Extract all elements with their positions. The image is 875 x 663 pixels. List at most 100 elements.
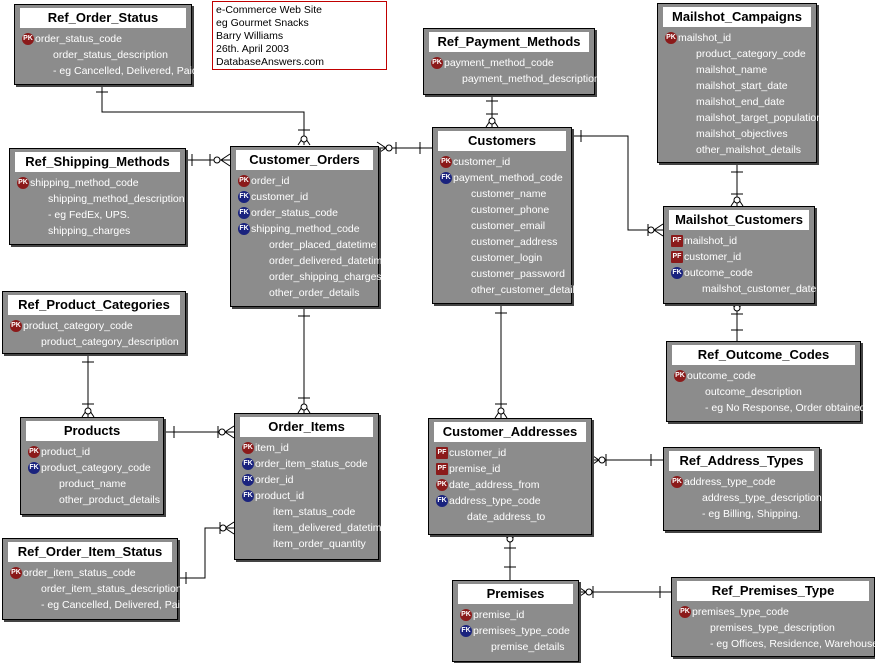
attribute-row: product_category_code (658, 46, 816, 62)
attribute-row: shipping_method_description (10, 191, 185, 207)
pk-key-icon: PK (671, 476, 683, 488)
attribute-name: order_item_status_description (41, 583, 182, 595)
attribute-name: payment_method_code (453, 172, 563, 184)
entity-title: Ref_Address_Types (669, 451, 814, 471)
attribute-name: mailshot_customer_date (702, 283, 817, 295)
pk-key-icon: PK (10, 320, 22, 332)
attribute-row: order_placed_datetime (231, 237, 378, 253)
attribute-name: order_id (251, 175, 290, 187)
fk-key-icon: FK (242, 474, 254, 486)
entity-title: Ref_Shipping_Methods (15, 152, 180, 172)
attribute-row: customer_phone (433, 202, 571, 218)
fk-key-icon: FK (436, 495, 448, 507)
entity-title: Premises (458, 584, 573, 604)
attribute-row: payment_method_description (424, 71, 600, 87)
attribute-row: shipping_charges (10, 223, 185, 239)
pk-key-icon: PK (242, 442, 254, 454)
attribute-name: customer_id (449, 447, 507, 459)
fk-key-icon: FK (440, 172, 452, 184)
attribute-name: address_type_code (449, 495, 541, 507)
attribute-name: other_mailshot_details (696, 144, 802, 156)
attribute-name: premises_type_code (473, 625, 570, 637)
attribute-name: mailshot_id (678, 32, 732, 44)
pk-key-icon: PK (460, 609, 472, 621)
attribute-name: - eg Offices, Residence, Warehouse. (710, 638, 875, 650)
attribute-name: mailshot_end_date (696, 96, 785, 108)
pf-key-icon: PF (671, 235, 683, 247)
attribute-name: order_placed_datetime (269, 239, 377, 251)
entity-title: Ref_Premises_Type (677, 581, 869, 601)
entity-title: Customer_Orders (236, 150, 373, 170)
info-line: e-Commerce Web Site (216, 4, 323, 16)
rel-order-status-orders (101, 83, 305, 145)
attribute-name: other_product_details (59, 494, 160, 506)
pk-key-icon: PK (665, 32, 677, 44)
attribute-row: item_status_code (235, 504, 378, 520)
attribute-row: order_status_description (15, 47, 191, 63)
attribute-name: shipping_charges (48, 225, 131, 237)
pf-key-icon: PF (436, 447, 448, 459)
attribute-row: - eg FedEx, UPS. (10, 207, 185, 223)
attribute-row: mailshot_target_population (658, 110, 822, 126)
attribute-name: item_order_quantity (273, 538, 366, 550)
attribute-name: address_type_description (702, 492, 822, 504)
attribute-name: product_id (255, 490, 305, 502)
attribute-name: date_address_from (449, 479, 540, 491)
entity-title: Ref_Order_Status (20, 8, 186, 28)
pk-key-icon: PK (28, 446, 40, 458)
attribute-row: order_item_status_description (3, 581, 182, 597)
attribute-name: customer_id (251, 191, 309, 203)
attribute-name: premises_type_description (710, 622, 835, 634)
attribute-name: order_item_status_code (255, 458, 368, 470)
entity-title: Order_Items (240, 417, 373, 437)
entity-title: Ref_Order_Item_Status (8, 542, 172, 562)
attribute-row: customer_login (433, 250, 571, 266)
fk-key-icon: FK (238, 223, 250, 235)
attribute-row: - eg No Response, Order obtained. (667, 400, 868, 416)
attribute-name: mailshot_target_population (696, 112, 823, 124)
attribute-row: other_product_details (21, 492, 163, 508)
attribute-name: order_delivered_datetime (269, 255, 389, 267)
attribute-row: - eg Cancelled, Delivered, Paid (15, 63, 198, 79)
attribute-row: premises_type_description (672, 620, 874, 636)
pk-key-icon: PK (440, 156, 452, 168)
attribute-row: customer_email (433, 218, 571, 234)
attribute-name: product_category_code (41, 462, 151, 474)
attribute-row: address_type_description (664, 490, 822, 506)
attribute-name: customer_id (684, 251, 742, 263)
info-line: DatabaseAnswers.com (216, 56, 324, 68)
